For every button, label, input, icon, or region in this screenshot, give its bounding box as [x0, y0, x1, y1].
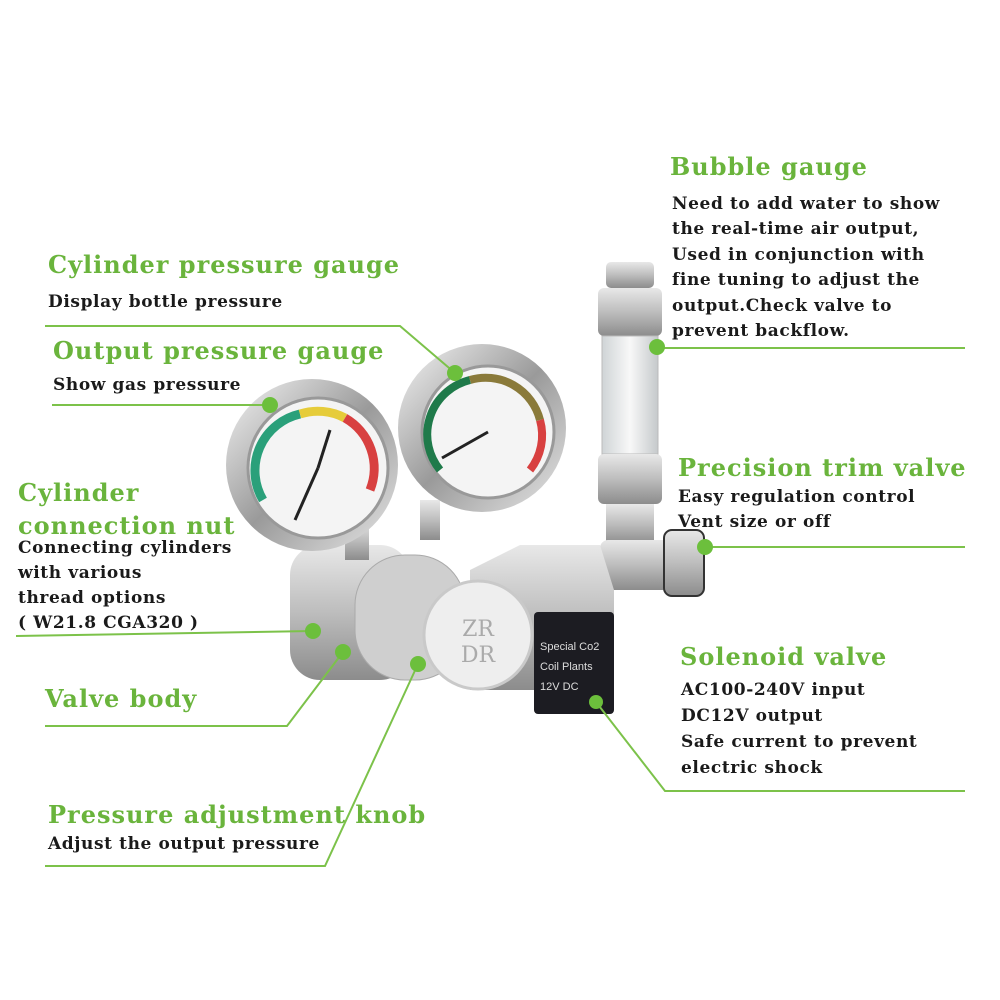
cylinder-gauge-desc: Display bottle pressure — [48, 292, 283, 312]
connection-nut-desc-2: with various — [18, 563, 143, 583]
svg-text:Special Co2: Special Co2 — [540, 641, 599, 653]
cylinder-gauge-title: Cylinder pressure gauge — [48, 250, 401, 279]
solenoid-title: Solenoid valve — [680, 642, 888, 671]
trim-valve-desc-2: Vent size or off — [678, 512, 831, 532]
solenoid-coil: Special Co2 Coil Plants 12V DC — [534, 612, 614, 714]
bubble-gauge-desc-5: output.Check valve to — [672, 296, 893, 316]
connection-nut-title-2: connection nut — [18, 511, 236, 540]
svg-text:DR: DR — [461, 643, 497, 668]
adjust-knob-desc: Adjust the output pressure — [48, 834, 320, 854]
trim-valve-desc-1: Easy regulation control — [678, 487, 916, 507]
cylinder-pressure-gauge — [398, 344, 566, 540]
bubble-gauge-desc-6: prevent backflow. — [672, 321, 850, 341]
solenoid-desc-1: AC100-240V input — [681, 680, 866, 700]
output-gauge-title: Output pressure gauge — [53, 336, 385, 365]
adjust-knob-title: Pressure adjustment knob — [48, 800, 427, 829]
connection-nut-desc-4: ( W21.8 CGA320 ) — [18, 613, 199, 633]
callout-dots — [262, 339, 713, 709]
solenoid-desc-4: electric shock — [681, 758, 823, 778]
bubble-gauge-desc-2: the real-time air output, — [672, 219, 920, 239]
bubble-counter — [598, 262, 662, 544]
connection-nut-desc-1: Connecting cylinders — [18, 538, 232, 558]
valve-body-title: Valve body — [45, 684, 198, 713]
bubble-gauge-title: Bubble gauge — [670, 152, 868, 181]
output-gauge-desc: Show gas pressure — [53, 375, 242, 395]
output-pressure-gauge — [226, 379, 398, 560]
pressure-adjustment-knob: ZR DR — [422, 579, 534, 691]
connection-nut-title-1: Cylinder — [18, 478, 140, 507]
solenoid-desc-2: DC12V output — [681, 706, 823, 726]
bubble-gauge-desc-4: fine tuning to adjust the — [672, 270, 920, 290]
svg-text:ZR: ZR — [462, 617, 495, 642]
leader-lines — [15, 325, 965, 867]
bubble-gauge-desc-3: Used in conjunction with — [672, 245, 925, 265]
trim-valve-title: Precision trim valve — [678, 453, 967, 482]
svg-text:12V DC: 12V DC — [540, 681, 579, 693]
trim-valve — [600, 529, 705, 597]
solenoid-desc-3: Safe current to prevent — [681, 732, 918, 752]
connection-nut-desc-3: thread options — [18, 588, 167, 608]
svg-text:Coil Plants: Coil Plants — [540, 661, 593, 673]
bubble-gauge-desc-1: Need to add water to show — [672, 194, 940, 214]
